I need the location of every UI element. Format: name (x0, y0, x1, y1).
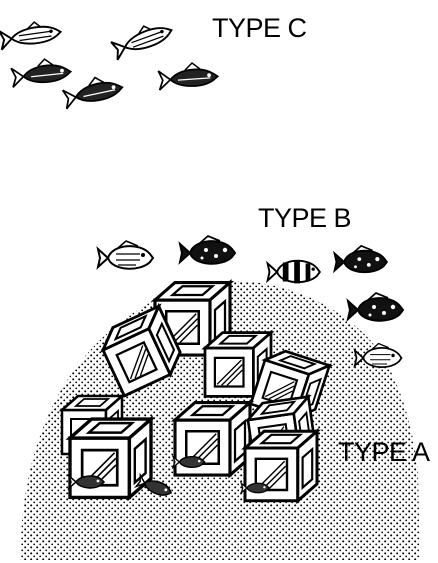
fish-icon (348, 293, 403, 321)
fish-icon (180, 236, 235, 264)
type-a-label: TYPE A (338, 437, 430, 468)
fish-icon (0, 19, 62, 50)
type-c-fish-group (0, 18, 218, 109)
fish-icon (110, 18, 175, 60)
type-c-label: TYPE C (212, 13, 307, 44)
fish-icon (98, 241, 153, 269)
fish-icon (11, 57, 72, 88)
fish-icon (158, 61, 218, 90)
fish-icon (335, 246, 387, 272)
type-b-label: TYPE B (258, 203, 351, 234)
fish-icon (62, 72, 125, 108)
fish-icon (268, 261, 320, 284)
